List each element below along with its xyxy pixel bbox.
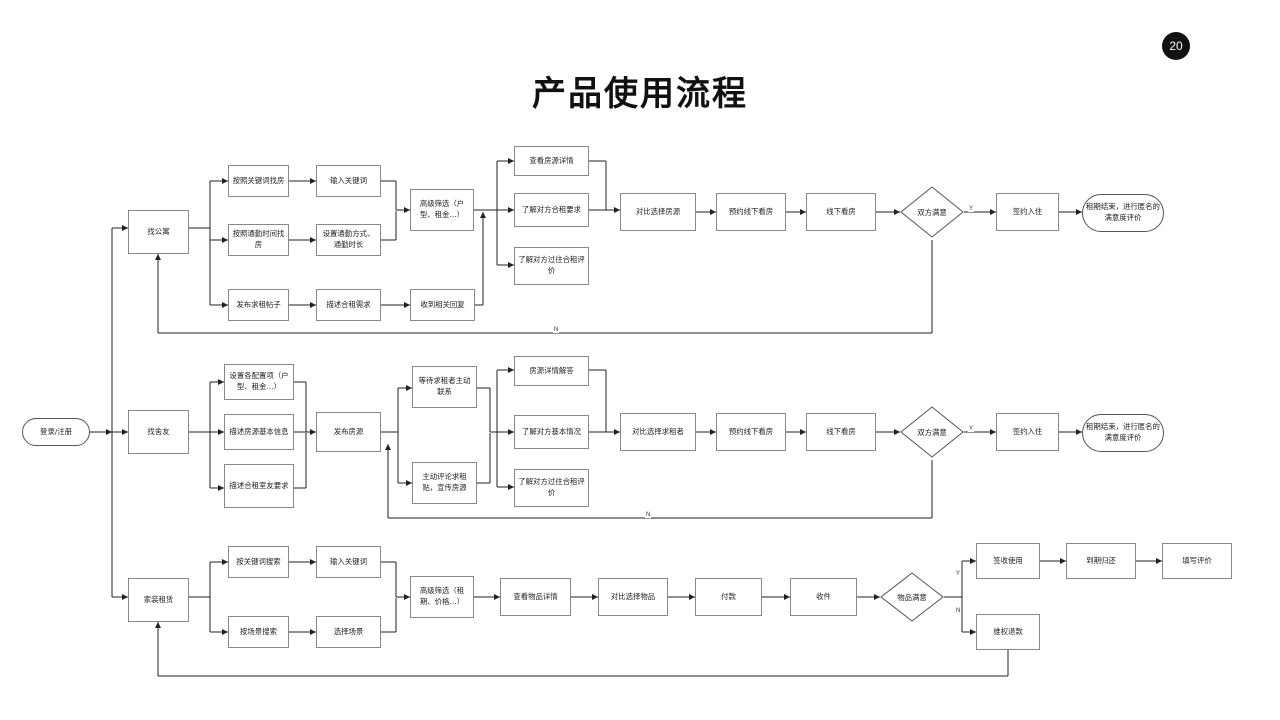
row1-decision-both-satisfied[interactable]: 双方满意	[900, 186, 964, 238]
row3-node-search-by-scene[interactable]: 按场景搜索	[228, 616, 289, 648]
row2-node-publish-listing[interactable]: 发布房源	[316, 412, 381, 452]
row3-edge-label-yes: Y	[955, 571, 962, 577]
row2-node-describe-roommate-req[interactable]: 描述合租室友要求	[224, 464, 294, 508]
row3-node-compare-items[interactable]: 对比选择物品	[598, 578, 668, 616]
row1-edge-label-yes: Y	[968, 206, 975, 212]
row2-node-describe-listing[interactable]: 描述房源基本信息	[224, 414, 294, 450]
row3-node-return-on-due[interactable]: 到期归还	[1066, 543, 1136, 579]
row1-node-describe-need[interactable]: 描述合租需求	[316, 289, 381, 321]
row1-node-offline-viewing[interactable]: 线下看房	[806, 193, 876, 231]
row3-node-advanced-filter[interactable]: 高级筛选（租期、价格…）	[410, 576, 474, 618]
row1-node-sign-contract[interactable]: 签约入住	[996, 193, 1059, 231]
row1-node-receive-replies[interactable]: 收到相关回复	[410, 289, 475, 321]
row1-node-advanced-filter[interactable]: 高级筛选（户型、租金…）	[410, 189, 474, 231]
page-title: 产品使用流程	[532, 74, 748, 114]
row3-node-accept-and-use[interactable]: 签收使用	[976, 543, 1040, 579]
row3-edge-label-no: N	[955, 608, 962, 614]
row1-node-view-listing-detail[interactable]: 查看房源详情	[514, 146, 589, 176]
row1-edge-label-no: N	[553, 327, 560, 333]
row1-node-set-commute[interactable]: 设置通勤方式、通勤时长	[316, 224, 381, 256]
row2-decision-both-satisfied[interactable]: 双方满意	[900, 406, 964, 458]
row3-decision-item-satisfied[interactable]: 物品满意	[880, 572, 944, 622]
row2-node-sign-contract[interactable]: 签约入住	[996, 413, 1059, 451]
row2-node-end-review[interactable]: 租期结束，进行匿名的满意度评价	[1082, 414, 1164, 452]
row1-decision-label: 双方满意	[917, 207, 947, 217]
node-branch-furniture-rental[interactable]: 家装租赁	[128, 578, 189, 622]
row2-node-learn-basic-info[interactable]: 了解对方基本情况	[514, 415, 589, 449]
row2-node-comment-promote[interactable]: 主动评论求租贴，宣传房源	[412, 462, 477, 504]
row3-node-enter-keyword[interactable]: 输入关键词	[316, 546, 381, 578]
row2-edge-label-yes: Y	[968, 426, 975, 432]
row3-node-search-by-keyword[interactable]: 按关键词搜索	[228, 546, 289, 578]
row3-node-refund-claim[interactable]: 维权退款	[976, 614, 1040, 650]
row2-node-learn-past-reviews[interactable]: 了解对方过往合租评价	[514, 469, 589, 507]
row1-node-post-rent-request[interactable]: 发布求租帖子	[228, 289, 289, 321]
row1-node-learn-share-requirement[interactable]: 了解对方合租要求	[514, 193, 589, 227]
row3-node-receive-item[interactable]: 收件	[790, 578, 857, 616]
row1-node-enter-keyword[interactable]: 输入关键词	[316, 165, 381, 197]
node-branch-find-roommate[interactable]: 找舍友	[128, 410, 189, 454]
row1-node-search-by-commute[interactable]: 按照通勤时间找房	[228, 224, 289, 256]
node-branch-find-apartment[interactable]: 找公寓	[128, 210, 189, 254]
row2-node-compare-applicants[interactable]: 对比选择求租者	[620, 413, 696, 451]
row2-node-wait-contact[interactable]: 等待求租者主动联系	[412, 366, 477, 408]
row3-decision-label: 物品满意	[897, 592, 927, 602]
row1-node-learn-past-reviews[interactable]: 了解对方过往合租评价	[514, 247, 589, 285]
page-number-badge: 20	[1162, 32, 1190, 60]
row2-node-answer-listing-detail[interactable]: 房源详情解答	[514, 356, 589, 386]
row2-decision-label: 双方满意	[917, 427, 947, 437]
row1-node-search-by-keyword[interactable]: 按照关键词找房	[228, 165, 289, 197]
row2-node-book-viewing[interactable]: 预约线下看房	[716, 413, 786, 451]
row1-node-book-viewing[interactable]: 预约线下看房	[716, 193, 786, 231]
row3-node-select-scene[interactable]: 选择场景	[316, 616, 381, 648]
row2-node-set-config[interactable]: 设置各配置项（户型、租金…）	[224, 364, 294, 400]
node-login-register[interactable]: 登录/注册	[22, 418, 90, 446]
row1-node-compare-listings[interactable]: 对比选择房源	[620, 193, 696, 231]
row3-node-view-item-detail[interactable]: 查看物品详情	[500, 578, 571, 616]
row2-edge-label-no: N	[645, 512, 652, 518]
row2-node-offline-viewing[interactable]: 线下看房	[806, 413, 876, 451]
row3-node-write-review[interactable]: 填写评价	[1162, 543, 1232, 579]
row3-node-payment[interactable]: 付款	[695, 578, 762, 616]
row1-node-end-review[interactable]: 租期结束，进行匿名的满意度评价	[1082, 194, 1164, 232]
